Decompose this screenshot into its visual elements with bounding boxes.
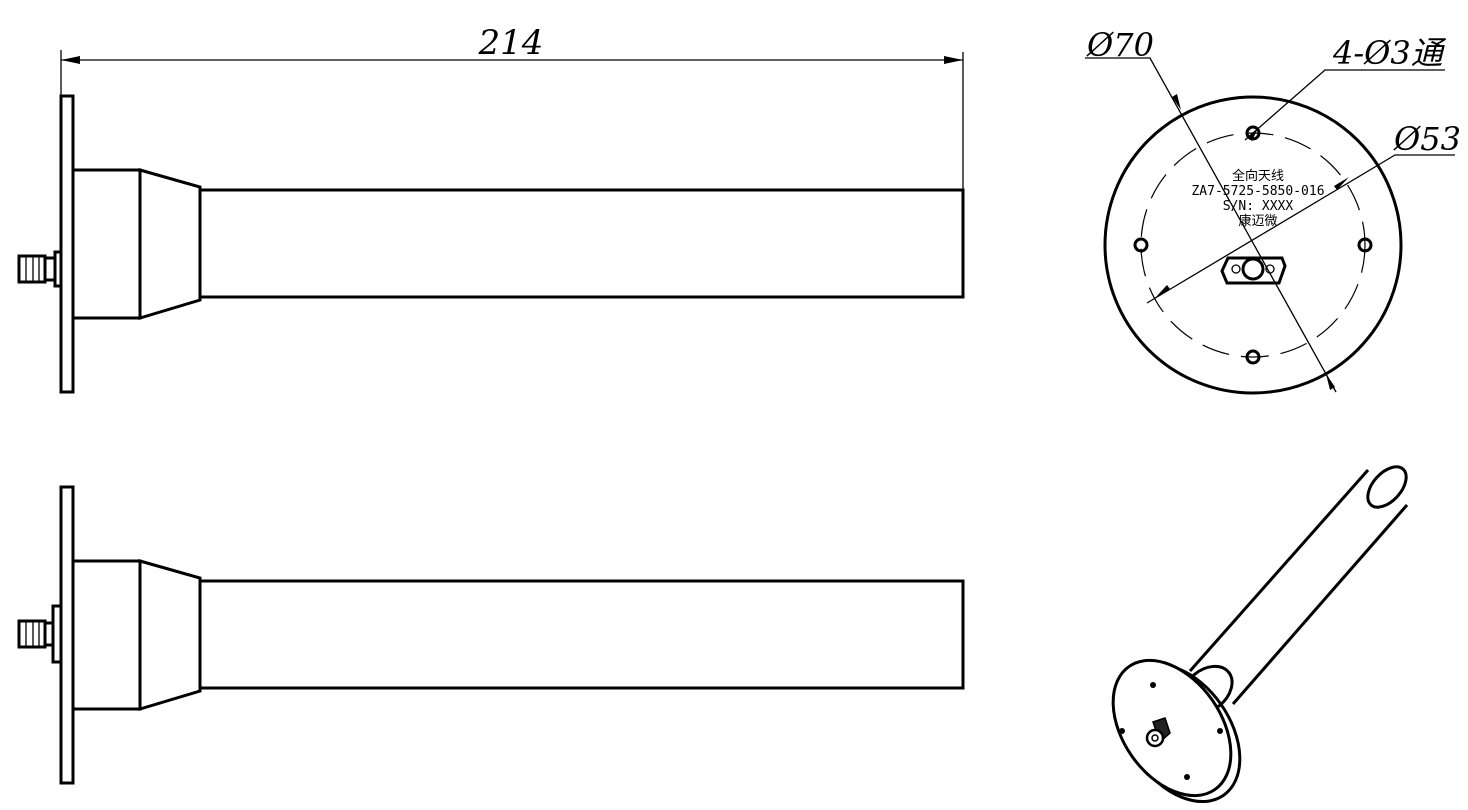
base-block	[71, 168, 142, 320]
end-view: 全向天线 ZA7-5725-5850-016 S/N: XXXX 康迈微 Ø70…	[1085, 26, 1461, 395]
length-dimension-text: 214	[478, 23, 544, 63]
bolt-circle-dimension: Ø53	[1146, 120, 1461, 304]
radome-tube	[198, 188, 965, 299]
bolt-circle	[1140, 132, 1366, 358]
flange-face	[1111, 658, 1233, 798]
cone-section	[138, 168, 202, 321]
label-line-1: 全向天线	[1232, 168, 1284, 184]
mounting-holes	[1133, 125, 1373, 365]
base-block	[71, 559, 142, 711]
iso-connector	[1145, 717, 1171, 748]
connector	[17, 604, 63, 664]
arrow-left	[61, 56, 80, 64]
flange-plate	[59, 485, 75, 785]
label-line-3: S/N: XXXX	[1223, 199, 1294, 214]
arrow-right	[944, 56, 963, 64]
product-label: 全向天线 ZA7-5725-5850-016 S/N: XXXX 康迈微	[1191, 168, 1324, 229]
iso-mounting-holes	[1119, 682, 1223, 780]
side-view-top: 214	[17, 23, 965, 394]
outer-diameter-text: Ø70	[1086, 26, 1154, 64]
tube-end-cap	[1366, 465, 1408, 509]
length-dimension: 214	[60, 23, 964, 190]
cone-section	[138, 559, 202, 712]
flange-plate	[59, 94, 75, 394]
side-view-bottom	[17, 485, 965, 785]
label-line-2: ZA7-5725-5850-016	[1191, 184, 1324, 199]
flange-outline	[1103, 95, 1403, 395]
bolt-circle-text: Ø53	[1393, 120, 1461, 158]
radome-tube	[198, 579, 965, 690]
isometric-view	[1111, 465, 1409, 804]
outer-diameter-dimension: Ø70	[1085, 26, 1337, 393]
connector	[17, 250, 63, 288]
holes-callout: 4-Ø3通	[1244, 34, 1447, 141]
label-line-4: 康迈微	[1238, 213, 1277, 229]
center-connector	[1220, 256, 1287, 285]
holes-callout-text: 4-Ø3通	[1332, 34, 1447, 72]
